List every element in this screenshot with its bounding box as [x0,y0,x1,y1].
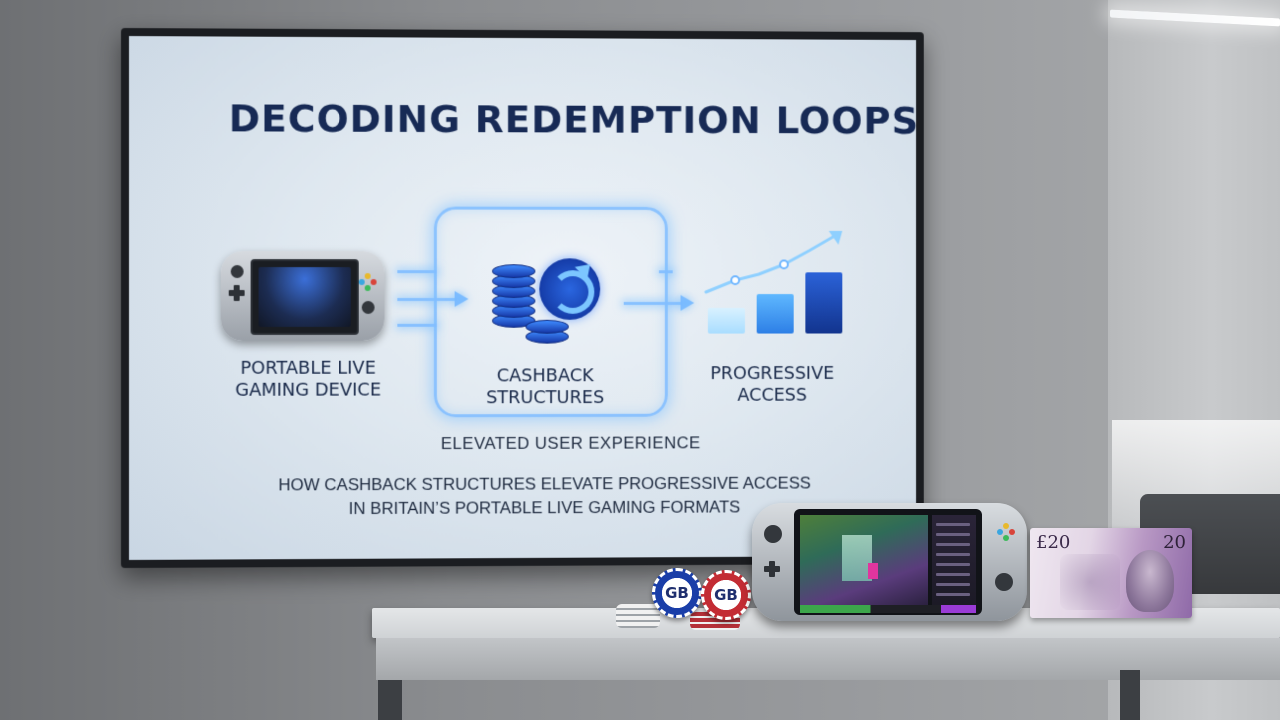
banknote-value: 20 [1163,532,1186,553]
dpad-icon [764,561,780,577]
face-buttons-icon [997,523,1015,541]
tv-screen: DECODING REDEMPTION LOOPS [128,36,917,560]
poker-chip-blue: GB [652,568,702,618]
connector-mid-left [397,298,457,301]
live-game-stream [800,515,928,605]
arrow-right-icon [680,295,695,311]
analog-stick-icon [361,300,375,314]
progress-bar-medium [756,294,794,334]
stream-status-bar [800,605,976,613]
live-chat-panel [932,515,976,605]
refresh-icon [539,258,601,320]
twenty-pound-banknote: £20 20 [1030,528,1192,618]
dpad-icon [229,285,245,301]
banknote-portrait [1126,550,1174,612]
face-buttons-icon [358,273,377,292]
trend-arrow-icon [702,230,843,298]
analog-stick-icon [995,573,1013,591]
progress-bar-small [707,307,745,334]
analog-stick-icon [764,525,782,543]
table-leg [1120,670,1140,720]
handheld-gaming-device [752,503,1027,621]
slide-title: DECODING REDEMPTION LOOPS [228,96,917,143]
node-label-progressive: PROGRESSIVE ACCESS [710,363,835,406]
slide-caption: HOW CASHBACK STRUCTURES ELEVATE PROGRESS… [278,473,811,519]
node-label-cashback: CASHBACK STRUCTURES [486,365,605,409]
tv-display: DECODING REDEMPTION LOOPS [121,28,924,568]
slide-subtitle: ELEVATED USER EXPERIENCE [440,433,701,454]
node-label-device: PORTABLE LIVE GAMING DEVICE [235,357,382,401]
banknote-value: £20 [1036,532,1071,553]
connector-top-left [397,270,437,274]
handheld-console-icon [220,251,385,341]
banknote-artwork [1060,554,1120,610]
arrow-right-icon [454,291,469,307]
table-leg [378,680,402,720]
poker-chip-stack [616,604,660,628]
connector-top-right [658,270,673,274]
table-edge [376,638,1280,680]
analog-stick-icon [230,265,244,279]
handheld-screen [250,259,359,335]
connector-mid-right [623,301,683,305]
device-screen [794,509,982,615]
connector-bottom-left [397,323,437,327]
poker-chip-red: GB [701,570,751,620]
